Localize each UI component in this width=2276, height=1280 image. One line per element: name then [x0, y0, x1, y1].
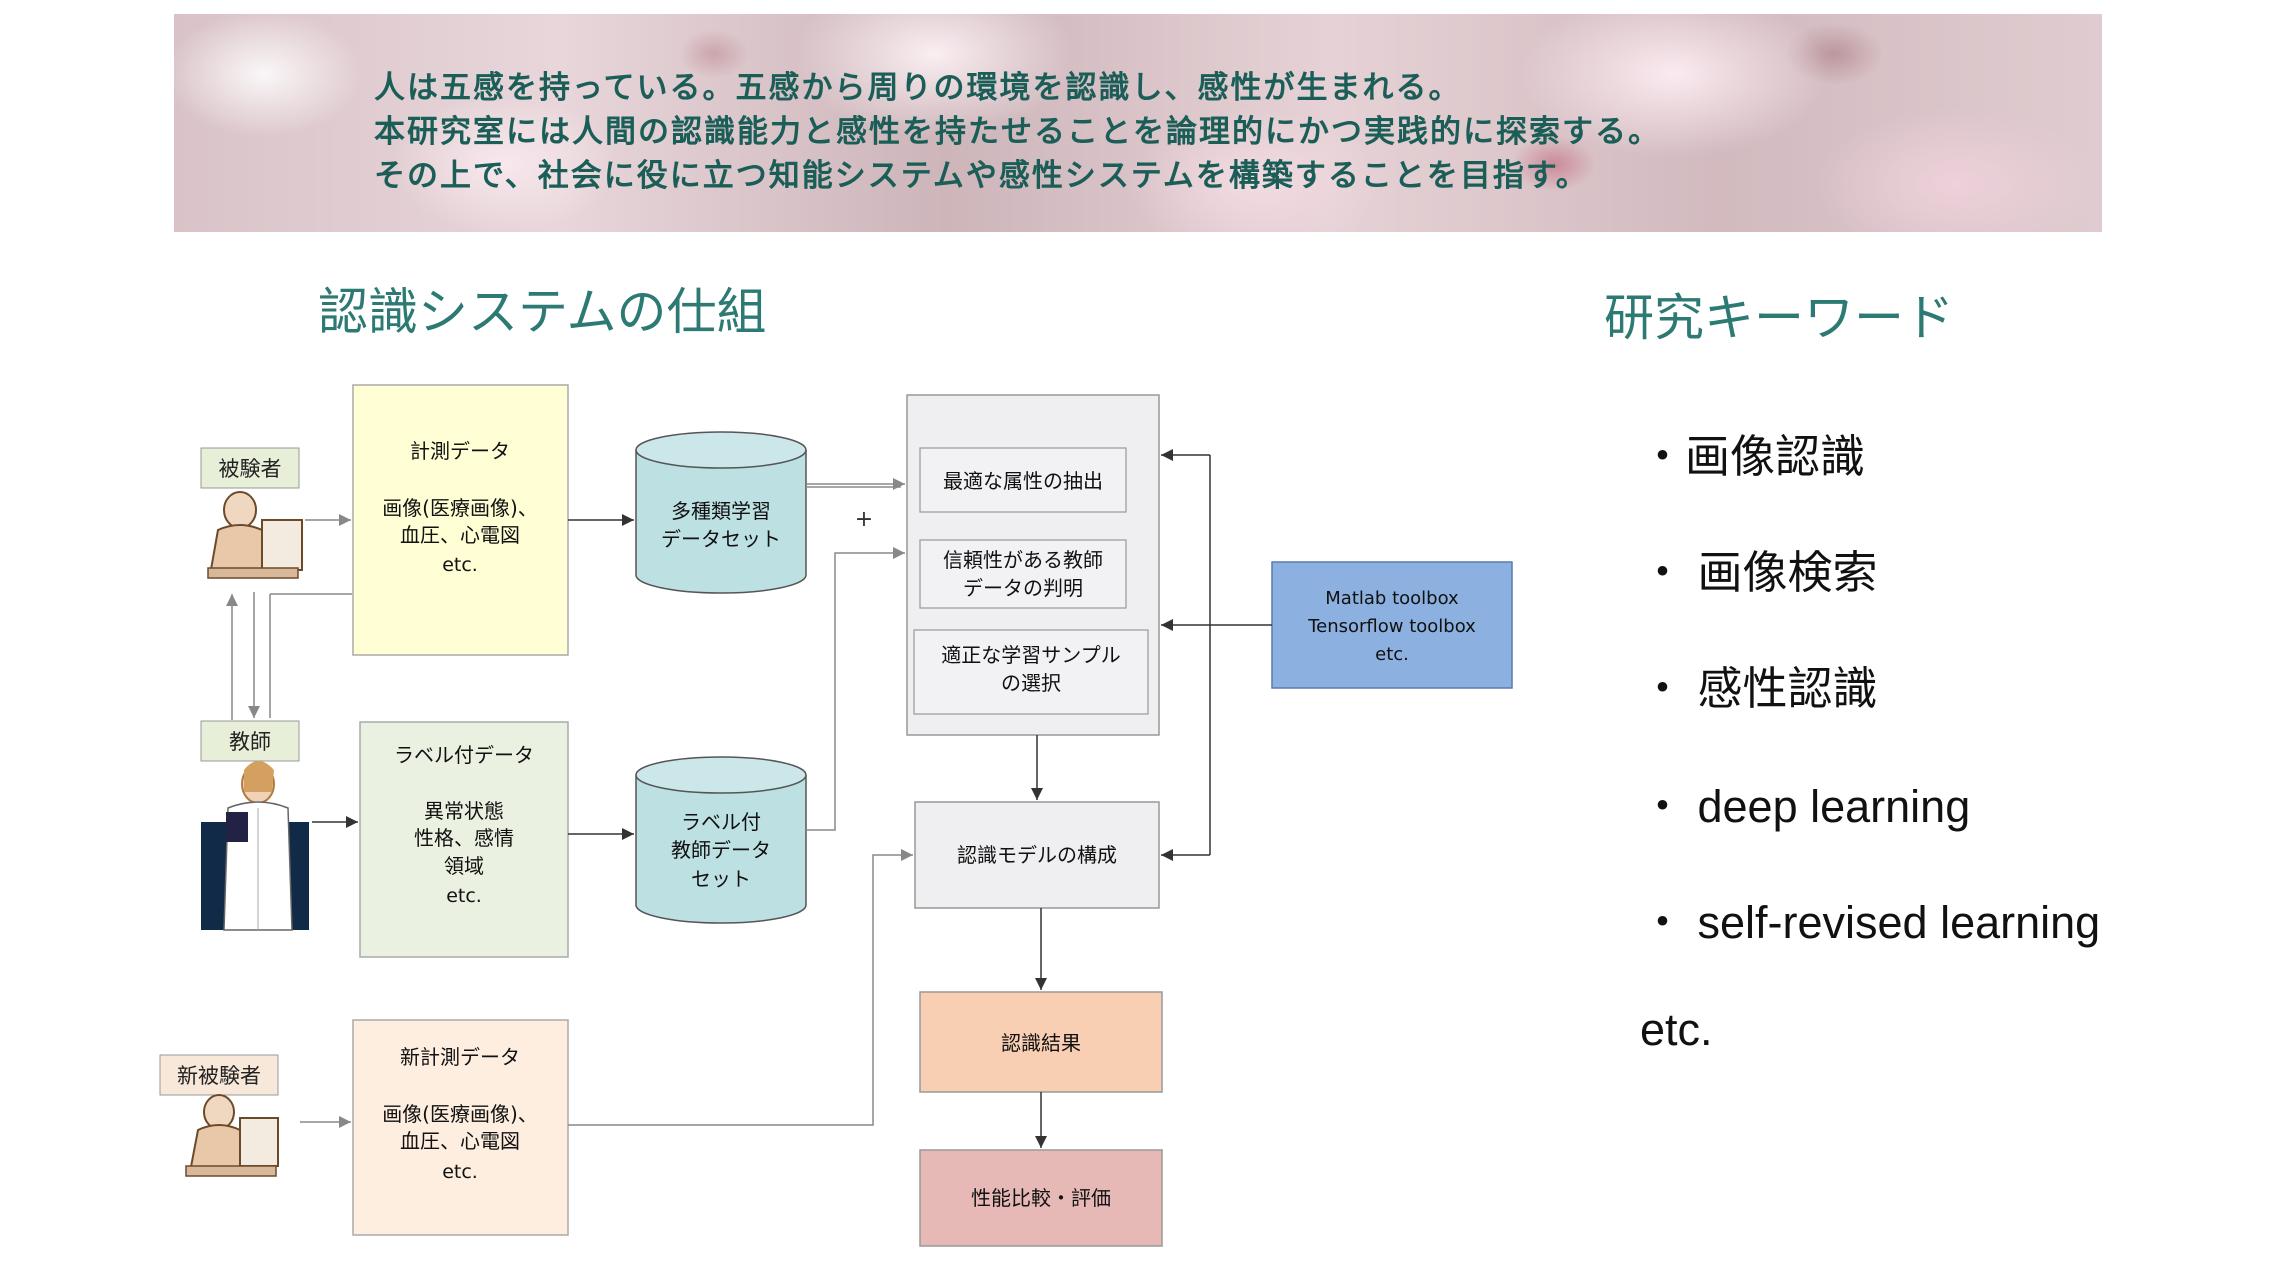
subject-figure-icon: [207, 491, 303, 579]
svg-text:etc.: etc.: [1375, 644, 1409, 665]
keyword-item: ・ 画像検索: [1640, 547, 1878, 598]
svg-text:新被験者: 新被験者: [177, 1064, 261, 1088]
new-subject-label: 新被験者: [159, 1054, 279, 1096]
keyword-item: ・ deep learning: [1640, 781, 1971, 832]
banner-line-2: 本研究室には人間の認識能力と感性を持たせることを論理的にかつ実践的に探索する。: [374, 114, 1661, 150]
teacher-figure-icon: [201, 761, 309, 931]
svg-text:被験者: 被験者: [219, 457, 282, 481]
learning-process-box: 最適な属性の抽出 信頼性がある教師 データの判明 適正な学習サンプル の選択: [906, 394, 1160, 736]
keyword-item: ・ self-revised learning: [1640, 897, 2101, 948]
training-dataset-db: 多種類学習 データセット: [635, 431, 807, 594]
svg-text:ラベル付: ラベル付: [681, 810, 761, 834]
banner-line-3: その上で、社会に役に立つ知能システムや感性システムを構築することを目指す。: [374, 158, 1589, 194]
recognition-result-box: 認識結果: [919, 991, 1163, 1093]
svg-text:データセット: データセット: [661, 527, 781, 551]
teacher-data-judgment-step: [919, 539, 1127, 609]
keyword-item: etc.: [1640, 1004, 1713, 1055]
labeled-teacher-dataset-db: ラベル付 教師データ セット: [635, 756, 807, 924]
labeled-data-box: ラベル付データ 異常状態 性格、感情 領域 etc.: [359, 721, 569, 958]
svg-text:画像(医療画像)、: 画像(医療画像)、: [382, 496, 538, 520]
attribute-extraction-step: [919, 447, 1127, 513]
svg-text:データの判明: データの判明: [963, 576, 1083, 600]
plus-sign: +: [855, 507, 873, 532]
svg-text:信頼性がある教師: 信頼性がある教師: [943, 548, 1103, 572]
banner-line-1: 人は五感を持っている。五感から周りの環境を認識し、感性が生まれる。: [374, 70, 1462, 106]
diagram-title: 認識システムの仕組: [318, 283, 767, 341]
svg-text:Matlab toolbox: Matlab toolbox: [1325, 588, 1459, 609]
recognition-model-box: 認識モデルの構成: [914, 801, 1160, 909]
keyword-item: ・画像認識: [1640, 431, 1866, 482]
subject-label: 被験者: [200, 447, 300, 489]
svg-text:認識結果: 認識結果: [1001, 1031, 1081, 1055]
evaluation-box: 性能比較・評価: [919, 1149, 1163, 1247]
svg-text:etc.: etc.: [446, 885, 482, 907]
svg-text:の選択: の選択: [1001, 671, 1061, 695]
svg-text:ラベル付データ: ラベル付データ: [394, 743, 534, 767]
svg-text:計測データ: 計測データ: [410, 439, 510, 463]
svg-text:血圧、心電図: 血圧、心電図: [400, 523, 520, 547]
header-banner: 人は五感を持っている。五感から周りの環境を認識し、感性が生まれる。 本研究室には…: [174, 14, 2102, 232]
svg-text:新計測データ: 新計測データ: [400, 1045, 520, 1069]
svg-text:性格、感情: 性格、感情: [414, 826, 514, 850]
svg-text:異常状態: 異常状態: [424, 799, 504, 823]
svg-text:適正な学習サンプル: 適正な学習サンプル: [941, 643, 1120, 667]
keywords-title: 研究キーワード: [1604, 289, 1954, 347]
svg-text:画像(医療画像)、: 画像(医療画像)、: [382, 1102, 538, 1126]
svg-text:多種類学習: 多種類学習: [671, 499, 771, 523]
new-measurement-data-box: 新計測データ 画像(医療画像)、 血圧、心電図 etc.: [352, 1019, 569, 1236]
svg-text:etc.: etc.: [442, 1161, 478, 1183]
new-subject-figure-icon: [185, 1094, 279, 1177]
svg-text:Tensorflow toolbox: Tensorflow toolbox: [1307, 616, 1476, 637]
svg-text:血圧、心電図: 血圧、心電図: [400, 1129, 520, 1153]
svg-text:領域: 領域: [444, 854, 484, 878]
svg-text:性能比較・評価: 性能比較・評価: [971, 1186, 1111, 1210]
svg-text:教師データ: 教師データ: [671, 838, 771, 862]
svg-text:セット: セット: [691, 867, 751, 891]
svg-text:教師: 教師: [229, 730, 271, 754]
keyword-item: ・ 感性認識: [1640, 663, 1878, 714]
svg-text:認識モデルの構成: 認識モデルの構成: [957, 843, 1117, 867]
teacher-label: 教師: [200, 720, 300, 762]
svg-text:最適な属性の抽出: 最適な属性の抽出: [943, 469, 1103, 493]
toolbox-box: Matlab toolbox Tensorflow toolbox etc.: [1271, 561, 1513, 689]
measurement-data-box: 計測データ 画像(医療画像)、 血圧、心電図 etc.: [352, 384, 569, 656]
svg-text:etc.: etc.: [442, 554, 478, 576]
sample-selection-step: [913, 629, 1149, 715]
